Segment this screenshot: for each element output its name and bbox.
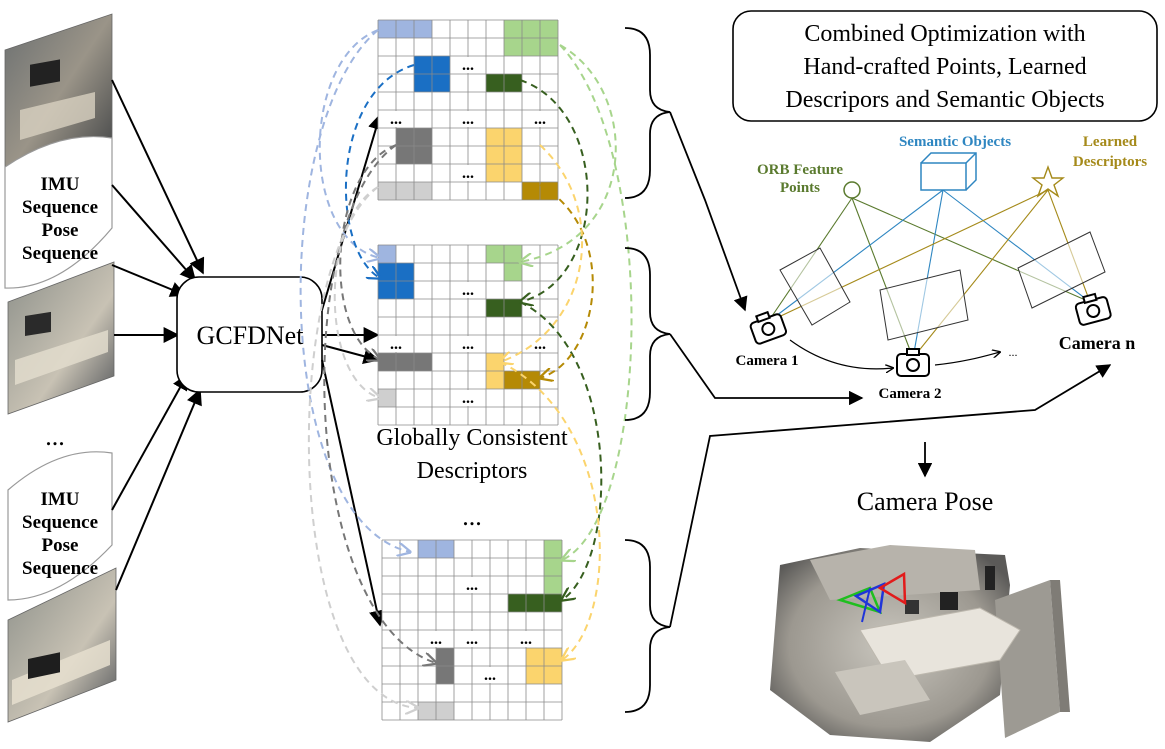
camera-2-icon	[896, 348, 930, 377]
imu-card-1-line-3: Pose	[42, 220, 79, 241]
semantic-object-cube-icon	[920, 152, 977, 191]
learned-descriptor-star-icon	[1030, 164, 1066, 198]
grid-ellipsis-text: ...	[430, 631, 442, 648]
grid-ellipsis-text: ...	[390, 111, 402, 128]
descriptor-cell-light-gray	[378, 389, 396, 407]
imu-card-2	[7, 451, 113, 601]
grid-ellipsis-text: ...	[462, 165, 474, 182]
descriptor-cell-light-green	[504, 263, 522, 281]
orb-point-icon	[843, 181, 861, 199]
grid-ellipsis-text: ...	[462, 336, 474, 353]
optimization-title-box	[732, 10, 1158, 122]
grid-ellipsis-text: ...	[462, 282, 474, 299]
camera-1-label: Camera 1	[736, 353, 799, 369]
grid-ellipsis-text: ...	[484, 667, 496, 684]
camera-pose-label: Camera Pose	[857, 487, 993, 516]
reconstructed-point-cloud	[770, 545, 1070, 742]
left-ellipsis: ...	[45, 422, 65, 451]
gcfdnet-label: GCFDNet	[197, 321, 305, 350]
image-planes	[779, 231, 1106, 341]
descriptor-cell-light-gray	[378, 182, 432, 200]
grids-label-line-2: Descriptors	[417, 458, 528, 484]
ellipsis-cell	[379, 336, 413, 352]
brace-arrows	[669, 111, 1112, 628]
grids-label-line-1: Globally Consistent	[376, 425, 568, 451]
descriptor-cell-dark-gray	[378, 353, 432, 371]
ellipsis-cell	[419, 631, 453, 647]
ellipsis-cell	[451, 282, 485, 298]
learned-descriptors-label-line-1: Learned	[1083, 134, 1138, 150]
descriptor-cell-light-green	[544, 540, 562, 594]
imu-card-2-line-1: IMU	[40, 489, 79, 510]
ellipsis-cell	[455, 631, 489, 647]
grids-ellipsis: ...	[462, 502, 482, 531]
ellipsis-cell	[451, 165, 485, 181]
ellipsis-cell	[379, 111, 413, 127]
ellipsis-cell	[523, 336, 557, 352]
curly-braces	[624, 27, 671, 713]
imu-card-2-line-3: Pose	[42, 535, 79, 556]
input-arrows	[111, 79, 205, 591]
grid-ellipsis-text: ...	[534, 111, 546, 128]
grid-ellipsis-text: ...	[462, 111, 474, 128]
ellipsis-cell	[473, 667, 507, 683]
descriptor-grid-3: ...............	[381, 539, 563, 721]
descriptor-cell-light-blue	[378, 20, 432, 38]
grid-ellipsis-text: ...	[462, 390, 474, 407]
camera-n-icon	[1074, 292, 1112, 326]
ellipsis-cell	[451, 336, 485, 352]
orb-points-label-line-2: Points	[780, 180, 820, 196]
ellipsis-cell	[451, 390, 485, 406]
grid-ellipsis-text: ...	[462, 57, 474, 74]
imu-card-2-line-2: Sequence	[22, 512, 98, 533]
optimization-title-line-3: Descripors and Semantic Objects	[785, 87, 1104, 113]
grid-ellipsis-text: ...	[466, 577, 478, 594]
ellipsis-cell	[509, 631, 543, 647]
input-frame-3	[7, 567, 117, 723]
grid-ellipsis-text: ...	[390, 336, 402, 353]
imu-card-2-line-4: Sequence	[22, 558, 98, 579]
imu-card-1	[4, 135, 113, 289]
descriptor-cell-light-blue	[378, 245, 396, 263]
ellipsis-cell	[455, 577, 489, 593]
optimization-title-line-2: Hand-crafted Points, Learned	[803, 54, 1086, 80]
camera-ellipsis: ...	[1009, 345, 1018, 359]
descriptor-cell-dark-green	[508, 594, 562, 612]
correspondence-curves	[299, 29, 633, 708]
descriptor-grid-1: ...............	[377, 19, 559, 201]
learned-descriptors-label-line-2: Descriptors	[1073, 154, 1147, 170]
ellipsis-cell	[451, 57, 485, 73]
orb-points-label-line-1: ORB Feature	[757, 162, 843, 178]
optimization-title-line-1: Combined Optimization with	[804, 21, 1085, 47]
descriptor-grid-2: ...............	[377, 244, 559, 426]
imu-card-1-line-2: Sequence	[22, 197, 98, 218]
camera-trajectory	[789, 339, 1000, 369]
camera-2-label: Camera 2	[879, 386, 942, 402]
grid-ellipsis-text: ...	[520, 631, 532, 648]
imu-card-1-line-4: Sequence	[22, 243, 98, 264]
ellipsis-cell	[523, 111, 557, 127]
semantic-objects-label: Semantic Objects	[899, 134, 1011, 150]
camera-n-label: Camera n	[1059, 333, 1135, 353]
grid-ellipsis-text: ...	[466, 631, 478, 648]
imu-card-1-line-1: IMU	[40, 174, 79, 195]
camera-1-icon	[749, 310, 788, 345]
ellipsis-cell	[451, 111, 485, 127]
input-frame-2	[7, 261, 115, 415]
